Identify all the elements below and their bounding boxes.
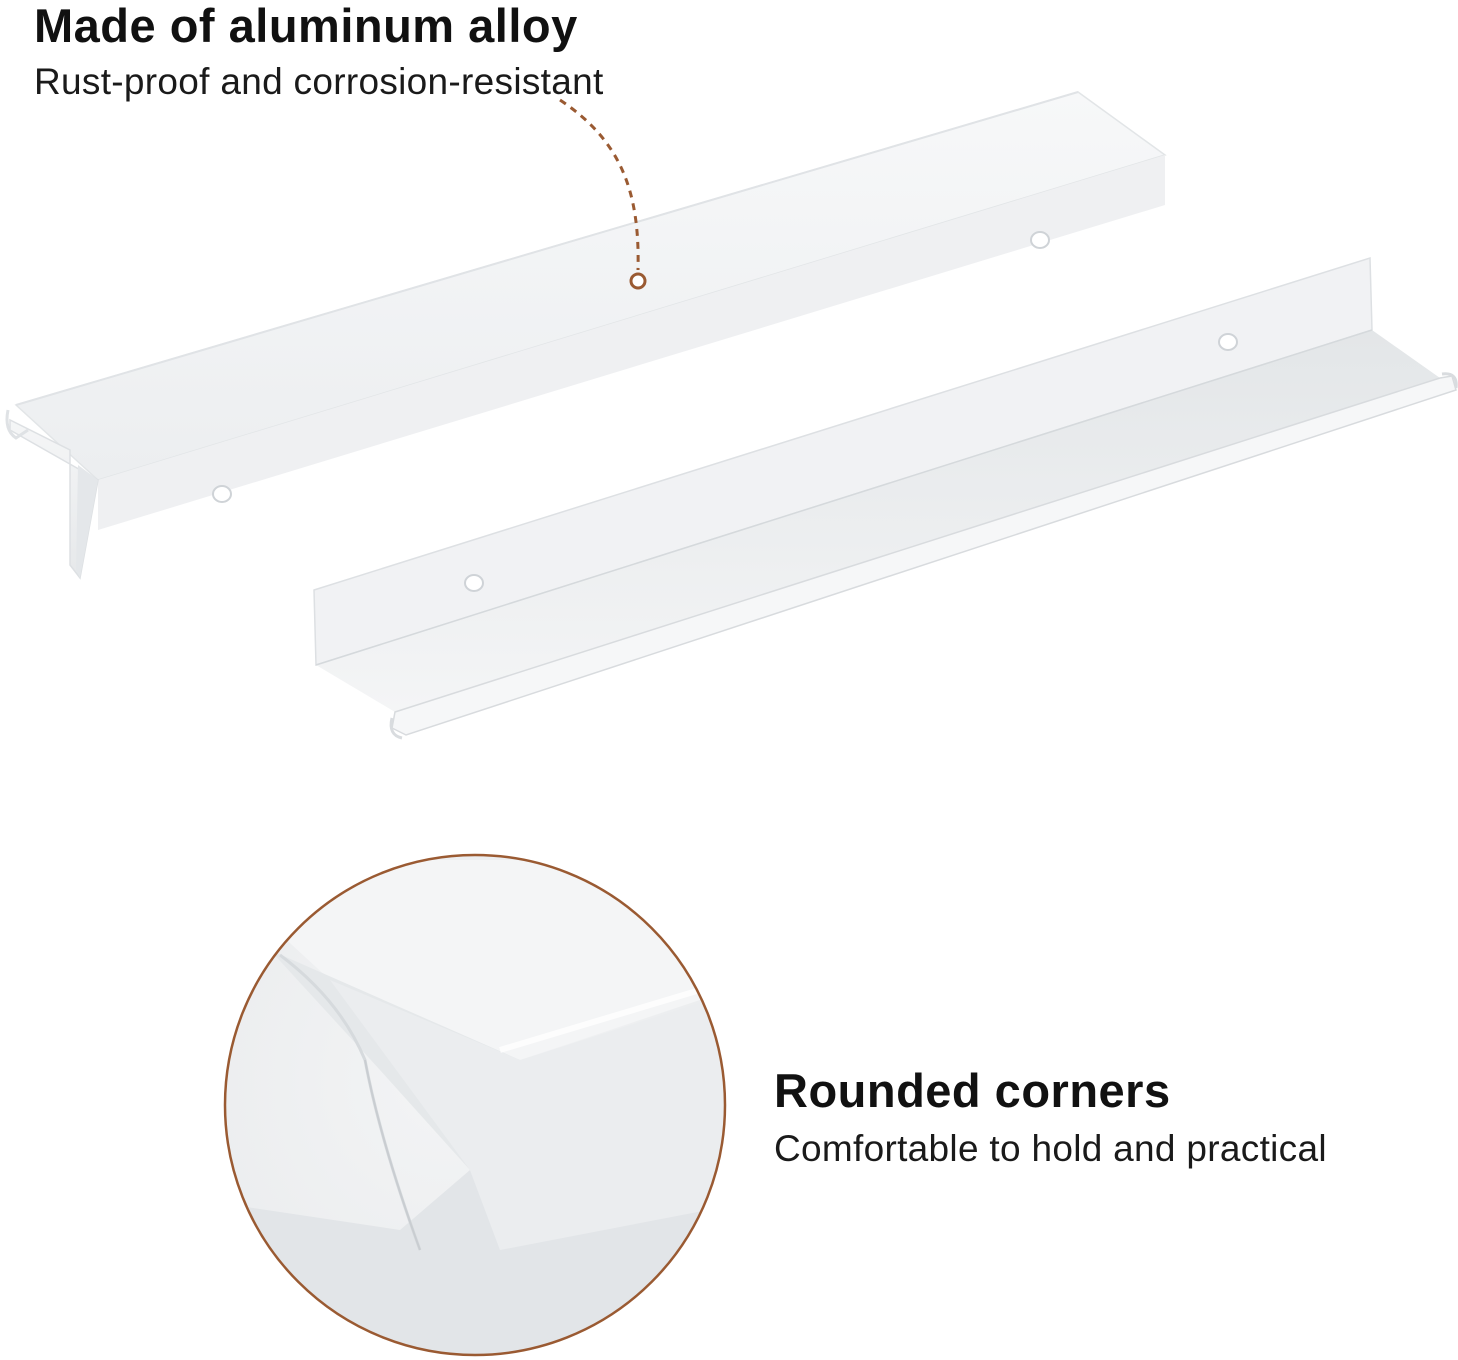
feature-1-title: Made of aluminum alloy — [34, 0, 578, 52]
callout-dot — [629, 272, 647, 290]
screw-hole — [212, 485, 232, 503]
feature-2-title: Rounded corners — [774, 1064, 1171, 1117]
callout-pointer — [559, 98, 647, 290]
screw-hole — [1030, 231, 1050, 249]
lower-handle — [313, 256, 1458, 740]
screw-hole — [464, 574, 484, 592]
feature-2-subtitle: Comfortable to hold and practical — [774, 1128, 1327, 1169]
feature-1-subtitle: Rust-proof and corrosion-resistant — [34, 61, 604, 102]
screw-hole — [1218, 333, 1238, 351]
upper-handle — [5, 91, 1167, 580]
corner-zoom — [223, 853, 727, 1357]
zoom-circle-border — [223, 853, 727, 1357]
